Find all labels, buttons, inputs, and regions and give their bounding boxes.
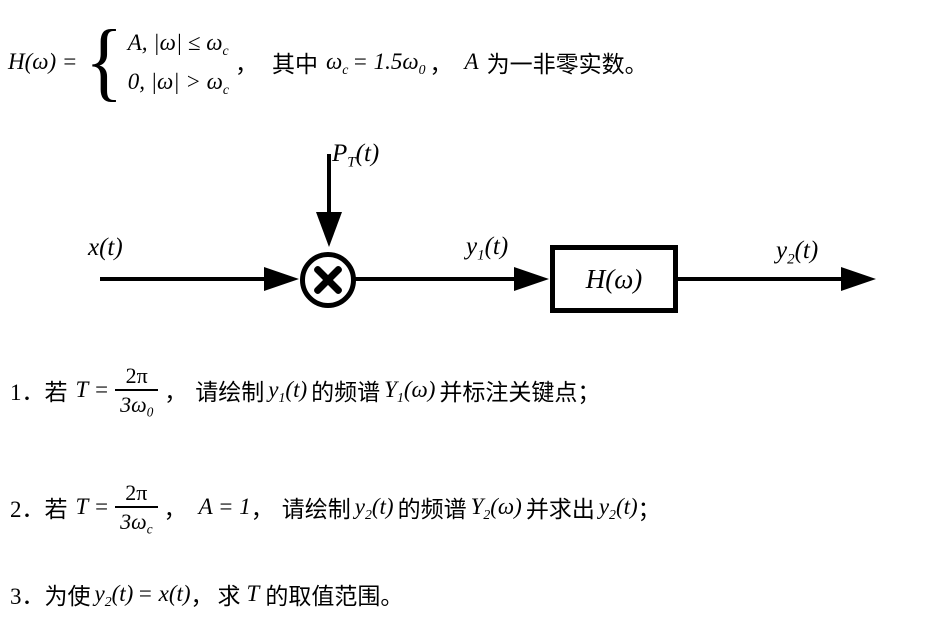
- case-passband-subscript: c: [222, 42, 229, 58]
- q2-text-draw: 请绘制: [281, 497, 351, 522]
- pt-input-line: [327, 154, 331, 216]
- q2-ruo-text: 若: [44, 497, 68, 522]
- q1-text-mark-keypoints: 并标注关键点；: [439, 380, 601, 405]
- q3-text-find: 求: [217, 584, 241, 609]
- filter-block: H(ω): [550, 245, 678, 313]
- x-input-line: [100, 277, 270, 281]
- y2-line: [676, 277, 844, 281]
- y1-label-main: y: [466, 233, 478, 260]
- formula-comma-2: ，: [429, 52, 453, 77]
- case-passband: A, |ω| ≤ ωc: [127, 29, 229, 58]
- q3-T-symbol: T: [246, 581, 260, 606]
- q2-fraction: 2π 3ωc: [115, 479, 158, 536]
- pt-label-tail: (t): [355, 140, 380, 167]
- q1-fraction: 2π 3ω0: [115, 362, 159, 419]
- case-stopband-text: 0, |ω| > ω: [127, 68, 223, 94]
- question-2: 2． 若 T = 2π 3ωc ， A = 1 ， 请绘制 y2(t) 的频谱 …: [10, 466, 661, 548]
- q2-text-solve: 并求出: [525, 497, 595, 522]
- q1-fraction-numerator: 2π: [125, 362, 148, 388]
- q1-comma: ，: [164, 380, 188, 405]
- y1-arrowhead-right: [514, 267, 549, 291]
- q1-text-draw: 请绘制: [195, 380, 265, 405]
- q3-equals-xt: = x(t): [137, 581, 191, 606]
- y2-arrowhead-right: [841, 267, 876, 291]
- pt-signal-label: PT(t): [332, 140, 380, 171]
- q3-text-range: 的取值范围。: [265, 584, 404, 609]
- q3-comma: ，: [190, 584, 214, 609]
- q2-y2-symbol: y2(t): [354, 494, 394, 522]
- y2-label-main: y: [776, 237, 788, 264]
- case-stopband-subscript: c: [222, 81, 229, 97]
- case-passband-text: A, |ω| ≤ ω: [127, 29, 223, 55]
- y2-label-tail: (t): [794, 237, 819, 264]
- q1-y1-symbol: y1(t): [268, 377, 308, 405]
- q1-T-equals: T =: [75, 377, 110, 402]
- q2-comma: ，: [163, 497, 187, 522]
- q2-y2b-symbol: y2(t): [598, 494, 638, 522]
- q1-Y1-symbol: Y1(ω): [384, 377, 436, 405]
- q1-number: 1．: [10, 380, 45, 405]
- y1-signal-label: y1(t): [466, 233, 509, 264]
- omega-c-symbol: ωc: [325, 49, 349, 77]
- y1-line: [354, 277, 516, 281]
- q1-text-spectrum: 的频谱: [311, 380, 381, 405]
- transfer-function-definition: H(ω) = { A, |ω| ≤ ωc 0, |ω| > ωc ， 其中 ωc…: [8, 16, 648, 108]
- formula-qizhong-text: 其中: [271, 52, 318, 77]
- q2-fraction-denominator: 3ωc: [115, 506, 158, 536]
- omega-c-value: = 1.5ω0: [352, 49, 426, 77]
- q2-A-equals-one: A = 1: [198, 494, 251, 519]
- multiplier-node: [300, 252, 356, 308]
- q2-comma-2: ，: [250, 497, 274, 522]
- pt-label-main: P: [332, 140, 348, 167]
- pt-arrowhead-down: [316, 212, 342, 247]
- A-symbol: A: [464, 49, 479, 74]
- question-1: 1． 若 T = 2π 3ω0 ， 请绘制 y1(t) 的频谱 Y1(ω) 并标…: [10, 350, 600, 430]
- q2-number: 2．: [10, 497, 45, 522]
- y2-signal-label: y2(t): [776, 237, 819, 268]
- left-brace-symbol: {: [85, 13, 124, 110]
- q3-y2-symbol: y2(t): [94, 581, 134, 609]
- case-stopband: 0, |ω| > ωc: [127, 68, 229, 97]
- q1-fraction-denominator: 3ω0: [115, 389, 159, 419]
- x-signal-label: x(t): [88, 234, 123, 261]
- y2-label-subscript: 2: [787, 251, 795, 268]
- x-arrowhead-right: [264, 267, 299, 291]
- q2-Y2-symbol: Y2(ω): [470, 494, 522, 522]
- formula-lhs: H(ω) =: [8, 49, 78, 74]
- q3-number: 3．: [10, 584, 45, 609]
- y1-label-subscript: 1: [477, 247, 485, 264]
- piecewise-cases: A, |ω| ≤ ωc 0, |ω| > ωc: [127, 29, 229, 97]
- q2-fraction-numerator: 2π: [125, 479, 148, 505]
- q3-text-inorder: 为使: [44, 584, 91, 609]
- question-3: 3． 为使 y2(t) = x(t) ， 求 T 的取值范围。: [10, 576, 403, 612]
- filter-block-label: H(ω): [585, 263, 643, 294]
- q2-text-spectrum: 的频谱: [397, 497, 467, 522]
- pt-label-subscript: T: [347, 154, 356, 171]
- formula-comma: ，: [234, 52, 258, 77]
- A-description-text: 为一非零实数。: [486, 52, 648, 77]
- q2-T-equals: T =: [75, 494, 110, 519]
- q2-semicolon: ；: [637, 497, 661, 522]
- y1-label-tail: (t): [484, 233, 509, 260]
- q1-ruo-text: 若: [44, 380, 68, 405]
